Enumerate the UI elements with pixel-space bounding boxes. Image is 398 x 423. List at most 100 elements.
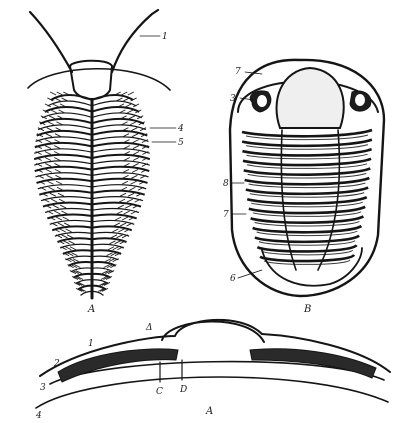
- right-label-7-top: 7: [235, 67, 241, 77]
- appendage-stroke: [92, 291, 103, 295]
- appendage-stroke: [50, 220, 92, 224]
- right-panel-letter: B: [303, 304, 311, 315]
- appendage-stroke: [92, 203, 141, 207]
- appendage-bristle: [60, 205, 66, 208]
- appendage-bristle: [45, 163, 51, 166]
- appendage-bristle: [55, 134, 61, 137]
- appendage-stroke: [92, 143, 149, 148]
- appendage-stroke: [41, 197, 92, 201]
- appendage-stroke: [52, 226, 92, 230]
- appendage-stroke: [45, 107, 92, 112]
- thoracic-segment: [244, 168, 371, 174]
- appendage-bristle: [118, 205, 124, 208]
- appendage-stroke: [39, 191, 92, 195]
- appendage-stroke: [40, 119, 92, 124]
- appendage-stroke: [55, 232, 92, 236]
- appendage-bristle: [128, 92, 134, 95]
- appendage-stroke: [34, 149, 92, 153]
- appendage-stroke: [34, 155, 92, 159]
- appendage-bristle: [117, 211, 123, 214]
- appendage-bristle: [59, 199, 65, 202]
- appendage-stroke: [92, 250, 121, 254]
- appendage-bristle: [58, 223, 64, 226]
- appendage-stroke: [92, 244, 124, 248]
- appendage-stroke: [92, 107, 139, 112]
- appendage-bristle: [118, 229, 124, 232]
- right-eye-lens: [355, 94, 365, 106]
- appendage-bristle: [126, 104, 132, 107]
- appendage-bristle: [131, 181, 137, 184]
- thoracic-segment: [247, 197, 367, 203]
- appendage-bristle: [123, 169, 129, 172]
- appendage-stroke: [92, 137, 148, 142]
- appendage-bristle: [57, 187, 63, 190]
- appendage-stroke: [92, 226, 132, 230]
- appendage-bristle: [55, 169, 61, 172]
- appendage-stroke: [92, 155, 150, 159]
- left-label-4: 4: [177, 124, 184, 134]
- appendage-bristle: [121, 92, 127, 95]
- appendage-stroke: [81, 291, 92, 295]
- appendage-bristle: [131, 175, 137, 178]
- thoracic-segment: [255, 236, 359, 242]
- left-label-5: 5: [178, 138, 184, 148]
- thoracic-segment: [246, 188, 368, 194]
- appendage-bristle: [122, 122, 128, 125]
- bottom-label-d: D: [179, 385, 187, 395]
- right-label-7-bottom: 7: [223, 210, 229, 220]
- appendage-bristle: [47, 175, 53, 178]
- appendage-bristle: [131, 128, 137, 131]
- appendage-stroke: [57, 238, 92, 242]
- appendage-stroke: [38, 185, 92, 189]
- right-antenna: [112, 10, 158, 72]
- appendage-stroke: [37, 131, 92, 136]
- appendage-bristle: [56, 217, 62, 220]
- appendage-bristle: [47, 128, 53, 131]
- appendage-bristle: [128, 193, 134, 196]
- appendage-bristle: [124, 211, 130, 214]
- appendage-bristle: [67, 235, 73, 238]
- appendage-bristle: [45, 157, 51, 160]
- appendage-stroke: [92, 131, 147, 136]
- appendage-stroke: [35, 143, 92, 148]
- thoracic-segment: [251, 216, 364, 222]
- bottom-label-3: 3: [40, 383, 46, 393]
- appendage-bristle: [55, 175, 61, 178]
- appendage-bristle: [133, 163, 139, 166]
- appendage-stroke: [36, 137, 92, 142]
- appendage-bristle: [124, 146, 130, 149]
- appendage-stroke: [92, 238, 127, 242]
- appendage-stroke: [92, 167, 149, 171]
- appendage-bristle: [115, 217, 121, 220]
- appendage-bristle: [46, 169, 52, 172]
- appendage-bristle: [117, 235, 123, 238]
- doublure-curve: [36, 377, 388, 408]
- bottom-label-c: C: [156, 387, 163, 397]
- hypostome: [70, 61, 112, 99]
- appendage-stroke: [92, 209, 139, 213]
- appendage-bristle: [54, 211, 60, 214]
- appendage-bristle: [133, 146, 139, 149]
- appendage-bristle: [51, 199, 57, 202]
- appendage-stroke: [35, 167, 92, 171]
- appendage-stroke: [47, 214, 92, 218]
- left-axial-furrow: [281, 130, 296, 270]
- appendage-stroke: [92, 185, 146, 189]
- appendage-stroke: [35, 173, 92, 177]
- right-label-3: 3: [230, 94, 236, 104]
- thoracic-segment: [243, 159, 371, 165]
- appendage-bristle: [124, 157, 130, 160]
- appendage-bristle: [114, 223, 120, 226]
- appendage-bristle: [133, 157, 139, 160]
- appendage-stroke: [34, 161, 92, 165]
- appendage-stroke: [92, 179, 148, 183]
- appendage-bristle: [49, 187, 55, 190]
- appendage-bristle: [63, 217, 69, 220]
- thoracic-segment: [242, 130, 372, 136]
- appendage-bristle: [120, 193, 126, 196]
- appendage-bristle: [59, 110, 65, 113]
- right-label-8: 8: [223, 179, 229, 189]
- appendage-bristle: [48, 122, 54, 125]
- cephalic-shield: [28, 69, 170, 90]
